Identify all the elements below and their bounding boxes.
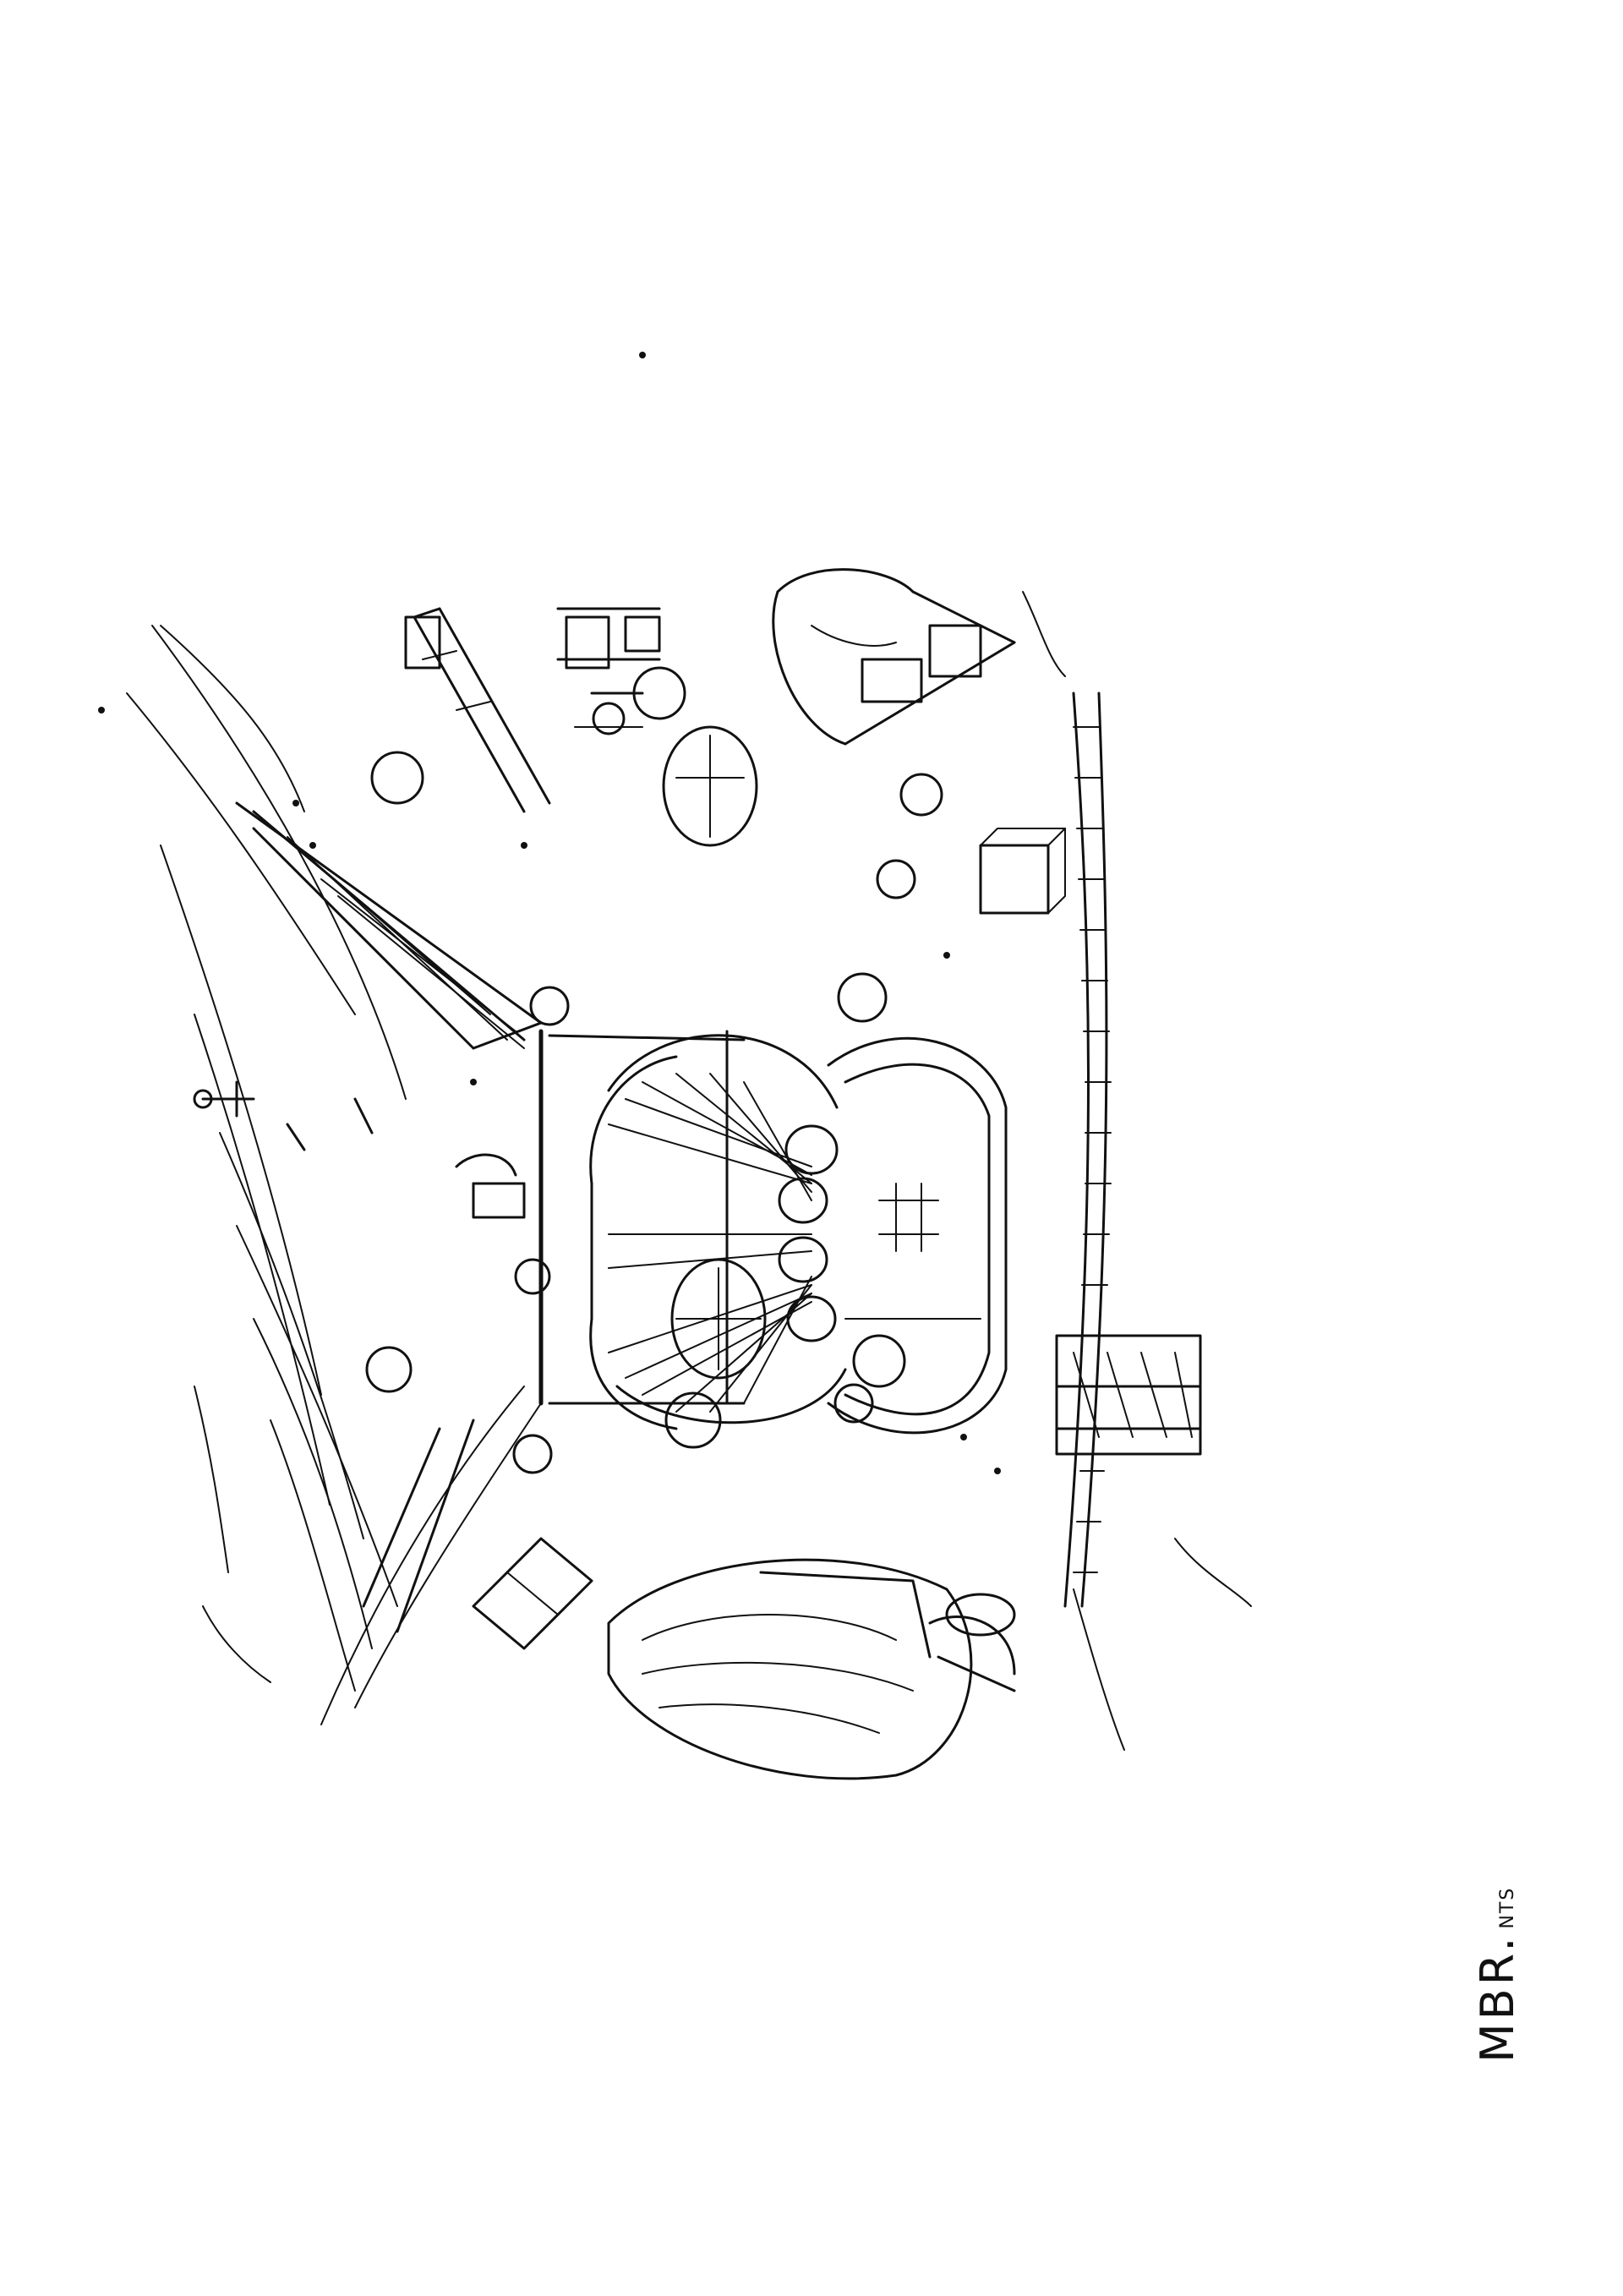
lower-cabinet (472, 1537, 593, 1650)
lounge-chair-2 (670, 1258, 767, 1380)
decor-dots (98, 352, 1001, 1474)
console-top (556, 607, 661, 735)
left-wall-plane (235, 801, 543, 1050)
lounge-chair-1 (662, 725, 758, 847)
bed (827, 1036, 1008, 1435)
sitting-area-rug (607, 1558, 973, 1780)
drawing-caption: MBR. NTS (1471, 1843, 1524, 2063)
pillows (778, 1124, 839, 1342)
floor-pouf-group (365, 666, 943, 1474)
caption-scale: NTS (1497, 1886, 1518, 1929)
ceiling-lines (126, 625, 407, 1692)
lamp-sketches (193, 1080, 526, 1219)
floor-rail (1063, 692, 1112, 1608)
caption-title: MBR. (1471, 1933, 1524, 2063)
right-wall-lines (320, 1386, 542, 1725)
dresser-top (404, 607, 551, 813)
frame-curves (160, 591, 1252, 1751)
bottom-chair (928, 1593, 1016, 1692)
armchair-top (772, 568, 1016, 746)
back-wall (538, 1029, 746, 1406)
side-table-cube (979, 828, 1066, 915)
